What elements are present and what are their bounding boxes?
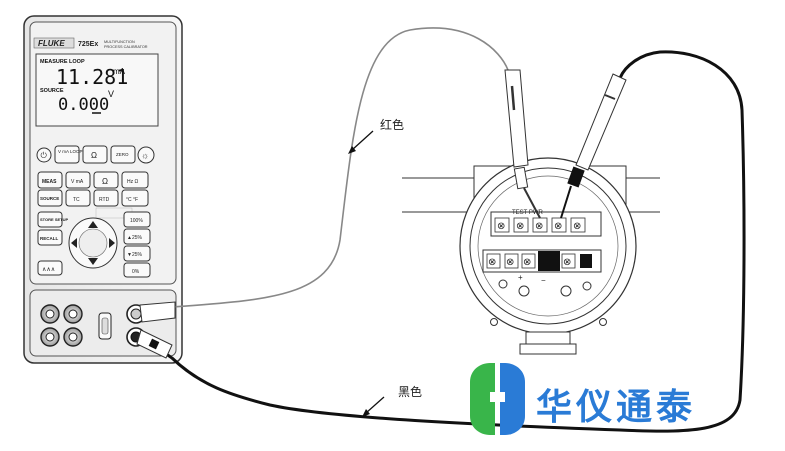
hz-label: Hz Ω: [127, 179, 139, 185]
meas-button[interactable]: [37, 171, 63, 189]
measure-value: 11.281: [56, 65, 128, 89]
ground-screw-2: [560, 285, 572, 297]
ohm-button[interactable]: [82, 145, 108, 164]
zero-label: ZERO: [116, 152, 129, 157]
black-probe: [560, 73, 627, 219]
svg-text:⊗: ⊗: [506, 257, 514, 268]
svg-text:⊗: ⊗: [516, 221, 524, 232]
watermark-logo-icon: [470, 363, 525, 435]
test-pwr-label: TEST PWR: [512, 210, 544, 216]
down25-label: ▼25%: [127, 252, 143, 258]
arrow-down-icon[interactable]: [88, 258, 98, 265]
source-unit: V: [108, 89, 114, 99]
tc-label: TC: [73, 197, 80, 203]
arrow-up-icon[interactable]: [88, 221, 98, 228]
svg-text:⊗: ⊗: [488, 257, 496, 268]
source-label: SOURCE: [40, 88, 64, 94]
measure-loop-label: MEASURE LOOP: [40, 59, 85, 65]
terminal-block-black: [538, 251, 560, 271]
navigation-pad: [68, 217, 118, 269]
measure-unit: mA: [113, 67, 126, 76]
down25-button[interactable]: [123, 245, 151, 262]
source-button[interactable]: [37, 189, 63, 207]
svg-text:⊗: ⊗: [563, 257, 571, 268]
ohm2-button[interactable]: [93, 171, 119, 189]
deg-button[interactable]: [121, 189, 149, 207]
ramp-label: ∧∧∧: [42, 267, 55, 273]
up25-button[interactable]: [123, 228, 151, 245]
black-plug: [136, 329, 173, 359]
up25-label: ▲25%: [127, 235, 143, 241]
svg-text:⊗: ⊗: [523, 257, 531, 268]
meas-label: MEAS: [42, 179, 57, 185]
black-wire-label: 黑色: [398, 385, 423, 399]
plus-marker: +: [518, 273, 523, 282]
svg-text:⊗: ⊗: [497, 221, 505, 232]
hz-button[interactable]: [121, 171, 149, 189]
backlight-icon: ☼: [141, 151, 149, 161]
subtitle-line2: PROCESS CALIBRATOR: [104, 45, 148, 49]
black-label-arrow: [362, 396, 385, 417]
deg-label: °C °F: [126, 197, 138, 203]
v-ma-loop-label: V mA LOOP: [58, 149, 83, 154]
store-setup-label: STORE SETUP: [40, 217, 68, 222]
pct0-label: 0%: [132, 269, 140, 275]
v-ma-button[interactable]: [65, 171, 91, 189]
v-ma-label: V mA: [71, 179, 84, 185]
watermark-text: 华仪通泰: [536, 387, 697, 428]
store-setup-button[interactable]: [37, 211, 63, 228]
ramp-button[interactable]: [37, 260, 63, 276]
recall-label: RECALL: [40, 236, 58, 241]
pct100-label: 100%: [130, 218, 143, 224]
ohm-label: Ω: [91, 151, 97, 160]
model-label: 725Ex: [78, 41, 98, 48]
red-probe: [504, 69, 541, 219]
pct0-button[interactable]: [123, 262, 151, 278]
source-value: 0.000: [58, 95, 109, 115]
power-icon: ⏻: [41, 151, 48, 160]
red-label-arrow: [348, 130, 374, 154]
rtd-button[interactable]: [93, 189, 119, 207]
black-wire: [144, 50, 746, 433]
arrow-right-icon[interactable]: [109, 238, 115, 248]
svg-text:⊗: ⊗: [535, 221, 543, 232]
rtd-label: RTD: [99, 197, 110, 203]
svg-text:⊗: ⊗: [573, 221, 581, 232]
svg-text:⊗: ⊗: [554, 221, 562, 232]
ohm2-label: Ω: [102, 177, 108, 186]
power-button[interactable]: [36, 147, 52, 163]
v-ma-loop-button[interactable]: [54, 145, 80, 164]
zero-button[interactable]: [110, 145, 136, 164]
red-wire-label: 红色: [380, 118, 405, 132]
minus-marker: −: [541, 276, 546, 285]
ground-screw: [518, 285, 530, 297]
recall-button[interactable]: [37, 229, 63, 246]
red-wire: [144, 27, 509, 315]
source-button-label: SOURCE: [40, 196, 59, 201]
tc-button[interactable]: [65, 189, 91, 207]
backlight-button[interactable]: [137, 146, 155, 164]
subtitle-line1: MULTIFUNCTION: [104, 40, 135, 44]
transmitter: ⊗ ⊗ ⊗ ⊗ ⊗ TEST PWR ⊗ ⊗ ⊗ ⊗ + −: [402, 157, 660, 355]
brand-logo: FLUKE: [38, 39, 65, 48]
red-plug: [139, 301, 176, 323]
calibrator: FLUKE 725Ex MULTIFUNCTION PROCESS CALIBR…: [23, 15, 183, 364]
arrow-left-icon[interactable]: [71, 238, 77, 248]
pct100-button[interactable]: [123, 211, 151, 228]
input-jacks: [40, 304, 146, 347]
